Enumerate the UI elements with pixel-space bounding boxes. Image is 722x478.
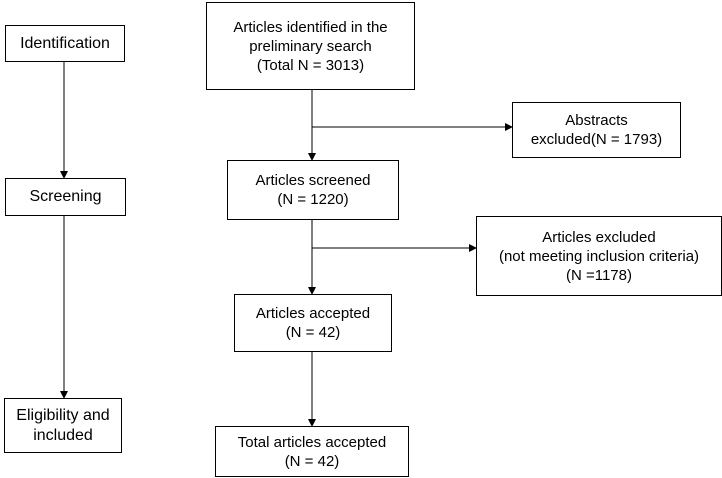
abstracts-excluded-label: Abstracts excluded(N = 1793) bbox=[530, 112, 663, 148]
stage-identification-label: Identification bbox=[20, 34, 110, 52]
identified-label: Articles identified in the preliminary s… bbox=[233, 18, 388, 74]
total-accepted-label: Total articles accepted (N = 42) bbox=[237, 433, 387, 470]
abstracts-excluded-box: Abstracts excluded(N = 1793) bbox=[512, 102, 681, 158]
articles-excluded-label: Articles excluded (not meeting inclusion… bbox=[498, 228, 700, 284]
stage-screening-label: Screening bbox=[29, 188, 102, 205]
identified-box: Articles identified in the preliminary s… bbox=[206, 2, 415, 90]
stage-identification-box: Identification bbox=[5, 25, 125, 62]
stage-eligibility-box: Eligibility and included bbox=[4, 398, 122, 453]
articles-excluded-box: Articles excluded (not meeting inclusion… bbox=[476, 216, 722, 296]
accepted-label: Articles accepted (N = 42) bbox=[255, 305, 371, 341]
accepted-box: Articles accepted (N = 42) bbox=[234, 294, 392, 352]
stage-screening-box: Screening bbox=[5, 178, 126, 216]
total-accepted-box: Total articles accepted (N = 42) bbox=[215, 426, 409, 477]
stage-eligibility-label: Eligibility and included bbox=[16, 406, 110, 444]
screened-box: Articles screened (N = 1220) bbox=[227, 160, 399, 220]
screened-label: Articles screened (N = 1220) bbox=[255, 172, 371, 208]
